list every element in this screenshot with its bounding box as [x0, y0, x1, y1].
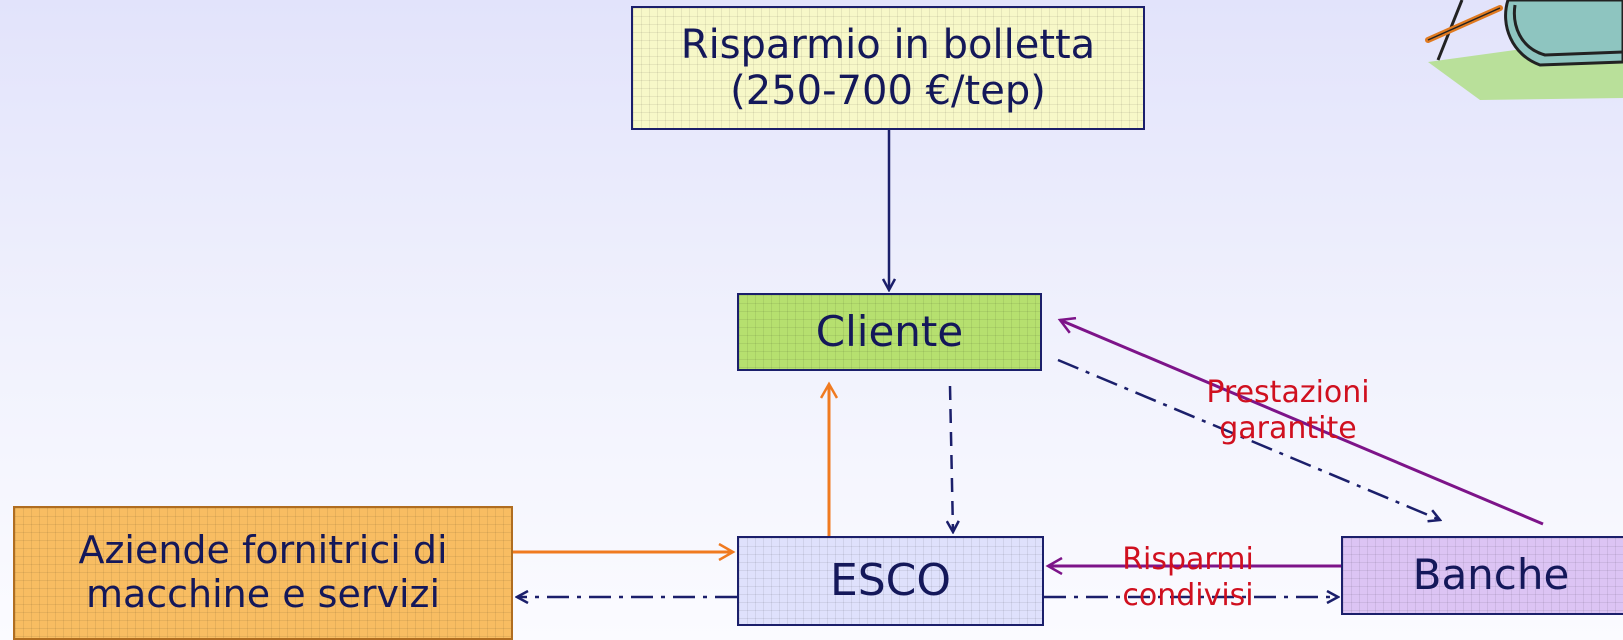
node-esco-label: ESCO: [829, 554, 952, 606]
node-banche: Banche: [1341, 536, 1623, 615]
node-aziende-label: Aziende fornitrici di macchine e servizi: [78, 528, 448, 616]
edge-label-prestazioni-garantite: Prestazioni garantite: [1206, 375, 1370, 446]
edge-cliente-to-esco: [950, 385, 953, 532]
node-banche-label: Banche: [1412, 550, 1570, 600]
node-aziende-fornitrici: Aziende fornitrici di macchine e servizi: [13, 506, 513, 640]
edge-cliente-to-banche: [1057, 358, 1440, 520]
node-cliente-label: Cliente: [815, 306, 964, 356]
node-esco: ESCO: [737, 536, 1044, 626]
node-risparmio-label: Risparmio in bolletta (250-700 €/tep): [680, 22, 1096, 114]
clipart-graphic: [1425, 0, 1623, 100]
edge-label-risparmi-condivisi: Risparmi condivisi: [1122, 542, 1254, 613]
node-risparmio-in-bolletta: Risparmio in bolletta (250-700 €/tep): [631, 6, 1145, 130]
edge-banche-to-cliente: [1060, 320, 1544, 526]
node-cliente: Cliente: [737, 293, 1042, 371]
